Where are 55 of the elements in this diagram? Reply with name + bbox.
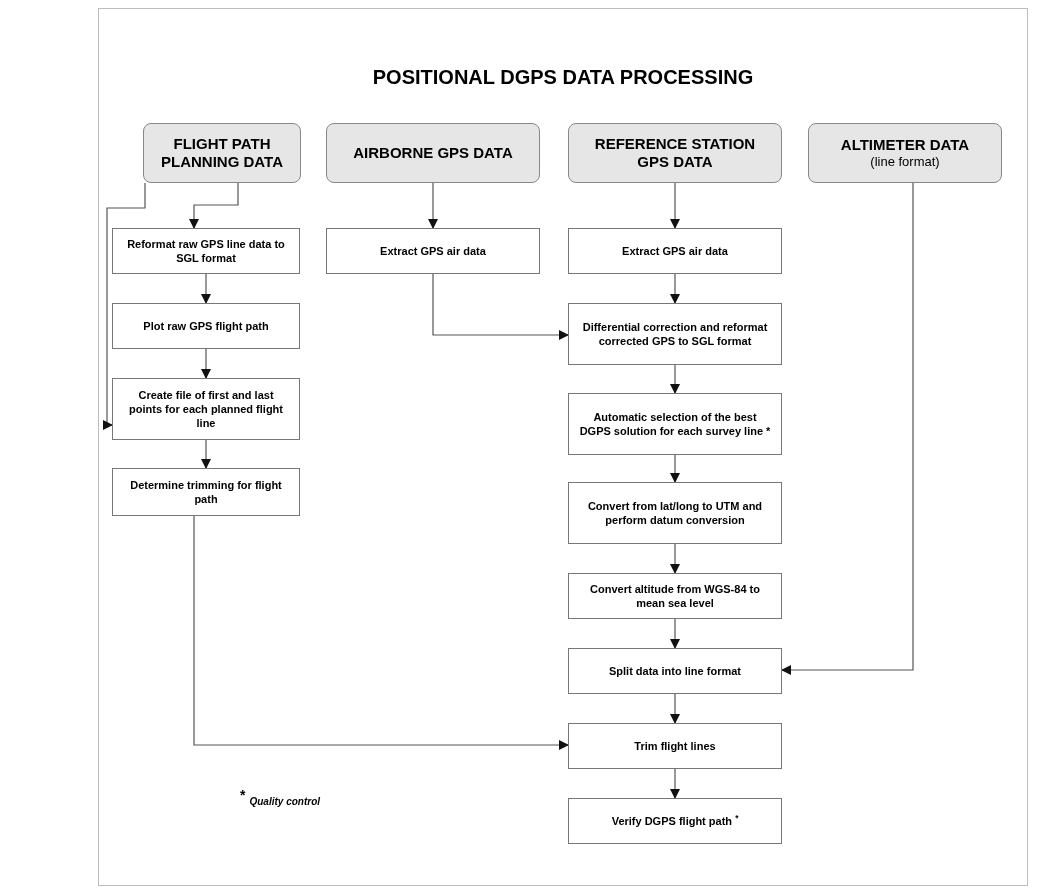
- process-text: Extract GPS air data: [622, 244, 728, 258]
- process-text: Differential correction and reformat corrected GPS to SGL format: [581, 320, 769, 348]
- arrow: [201, 439, 211, 469]
- process-box: [568, 393, 782, 455]
- process-box: [112, 228, 300, 274]
- arrow: [428, 182, 438, 229]
- process-box: [568, 228, 782, 274]
- arrow: [670, 364, 680, 394]
- diagram-title: POSITIONAL DGPS DATA PROCESSING: [371, 65, 755, 90]
- process-box: [112, 468, 300, 516]
- source-subtitle: (line format): [870, 154, 940, 170]
- process-box: [568, 648, 782, 694]
- arrow: [670, 543, 680, 574]
- process-box: [112, 303, 300, 349]
- process-box: [568, 798, 782, 844]
- source-title: AIRBORNE GPS DATA: [353, 144, 513, 162]
- arrow: [201, 348, 211, 379]
- arrow: [193, 515, 569, 750]
- footnote-mark: *: [240, 788, 246, 802]
- source-box: [568, 123, 782, 183]
- arrow: [670, 693, 680, 724]
- source-box: [808, 123, 1002, 183]
- process-text: Verify DGPS flight path $^{*}$: [611, 814, 739, 828]
- process-box: [568, 573, 782, 619]
- process-box: [568, 303, 782, 365]
- process-box: [568, 723, 782, 769]
- source-title: FLIGHT PATH PLANNING DATA: [160, 135, 284, 171]
- process-text: Trim flight lines: [634, 739, 716, 753]
- process-text: Convert from lat/long to UTM and perform datum conversion: [586, 499, 764, 527]
- arrow: [103, 182, 146, 430]
- source-box: [143, 123, 301, 183]
- arrow: [432, 273, 569, 340]
- source-title: REFERENCE STATION GPS DATA: [593, 135, 757, 171]
- arrow: [670, 618, 680, 649]
- source-title: ALTIMETER DATA: [840, 136, 970, 154]
- process-text: Create file of first and last points for each planned flight line: [128, 388, 284, 430]
- process-text: Split data into line format: [609, 664, 741, 678]
- process-box: [326, 228, 540, 274]
- process-text: Convert altitude from WGS-84 to mean sea level: [589, 582, 761, 610]
- arrow: [670, 273, 680, 304]
- process-box: [568, 482, 782, 544]
- process-text: Extract GPS air data: [380, 244, 486, 258]
- source-box: [326, 123, 540, 183]
- arrow: [670, 182, 680, 229]
- arrow: [670, 454, 680, 483]
- process-box: [112, 378, 300, 440]
- arrow: [189, 182, 239, 229]
- process-text: Reformat raw GPS line data to SGL format: [126, 237, 286, 265]
- arrow: [781, 182, 914, 675]
- process-text: Plot raw GPS flight path: [143, 319, 269, 333]
- process-text: Determine trimming for flight path: [129, 478, 283, 506]
- arrow: [201, 273, 211, 304]
- process-text: Automatic selection of the best DGPS solution for each survey line *: [578, 410, 772, 438]
- footnote-text: Quality control: [249, 795, 320, 809]
- arrow: [670, 768, 680, 799]
